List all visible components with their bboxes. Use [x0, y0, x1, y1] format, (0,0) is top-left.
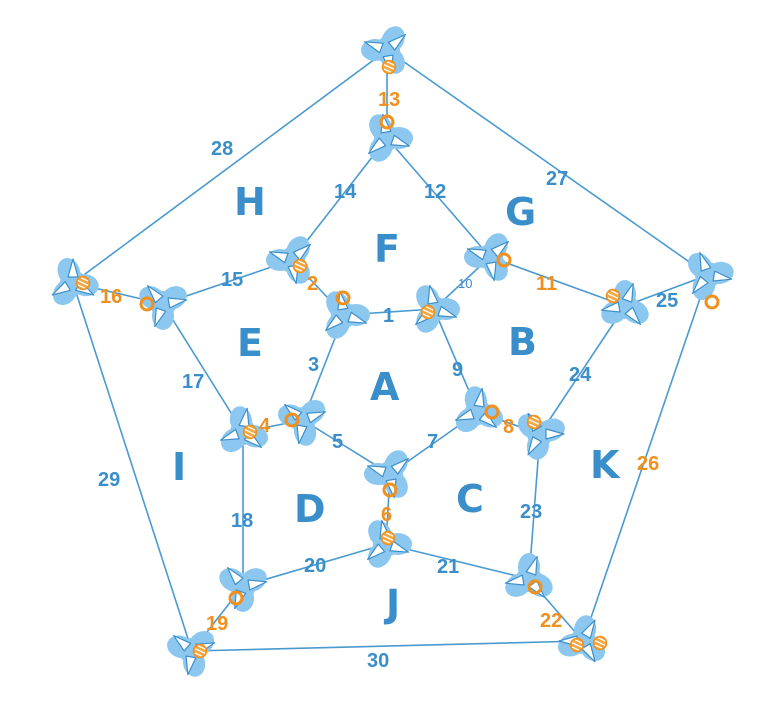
marker-hatched	[381, 59, 397, 75]
edge-label-9: 9	[452, 359, 463, 381]
node-v16-outer	[51, 258, 99, 306]
face-label-b: B	[508, 320, 537, 364]
node-v6-outer	[367, 519, 412, 568]
face-label-d: D	[294, 487, 326, 531]
marker-ring	[284, 412, 300, 428]
marker-hatched	[592, 635, 608, 651]
edge-label-30: 30	[367, 650, 389, 672]
node-v22-outer	[558, 615, 606, 663]
edge-label-3: 3	[308, 354, 319, 376]
edge-27	[386, 49, 709, 276]
marker-ring	[496, 252, 512, 268]
marker-hatched	[192, 643, 208, 659]
edge-label-21: 21	[437, 556, 459, 578]
vertex-label-26: 26	[637, 453, 659, 475]
vertex-label-8: 8	[503, 416, 514, 438]
face-label-a: A	[370, 365, 400, 409]
marker-hatched	[420, 304, 436, 320]
edge-29	[72, 282, 193, 652]
edge-label-25: 25	[656, 290, 678, 312]
edge-label-7: 7	[427, 431, 438, 453]
nodes-layer	[51, 26, 734, 677]
marker-ring	[139, 296, 155, 312]
node-v26-outer	[687, 251, 734, 310]
node-v-f-left	[266, 236, 311, 285]
node-v25-right	[600, 280, 649, 325]
marker-hatched	[569, 637, 585, 653]
node-v22-bottom	[504, 553, 553, 598]
edge-11	[489, 256, 626, 307]
marker-hatched	[242, 424, 258, 440]
vertex-label-16: 16	[100, 286, 122, 308]
vertex-label-2: 2	[307, 273, 318, 295]
node-v3-4	[278, 399, 327, 446]
marker-hatched	[292, 258, 308, 274]
vertex-label-11: 11	[536, 273, 557, 295]
face-label-h: H	[234, 180, 266, 224]
marker-hatched	[75, 275, 91, 291]
node-v-b-top	[464, 233, 512, 282]
edge-17	[162, 303, 244, 433]
edge-label-20: 20	[304, 555, 326, 577]
node-v16-left	[139, 285, 188, 330]
node-v6-inner	[364, 450, 409, 499]
node-v1-left	[325, 290, 370, 339]
face-label-f: F	[374, 227, 400, 271]
face-label-j: J	[383, 582, 400, 626]
node-v1-right	[415, 284, 460, 333]
node-v8-right	[454, 386, 503, 433]
edge-12	[386, 137, 491, 258]
edge-20	[242, 543, 387, 587]
vertex-label-13: 13	[378, 89, 400, 111]
edge-label-27: 27	[546, 168, 568, 190]
edge-26	[582, 274, 709, 642]
node-v4-left	[219, 406, 268, 453]
marker-ring	[704, 294, 720, 310]
edge-label-10: 10	[458, 276, 472, 291]
marker-ring	[335, 290, 351, 306]
marker-hatched	[526, 414, 542, 430]
node-v8-k	[517, 412, 565, 460]
node-v13-inner	[368, 113, 413, 162]
face-label-c: C	[456, 477, 484, 521]
edge-25	[624, 274, 709, 307]
edge-label-23: 23	[520, 501, 542, 523]
face-label-k: K	[590, 443, 621, 487]
node-v19-bottom	[219, 567, 268, 612]
vertex-label-4: 4	[259, 415, 271, 437]
edge-28	[72, 49, 388, 284]
edge-label-12: 12	[424, 181, 446, 203]
marker-ring	[484, 404, 500, 420]
vertex-label-19: 19	[206, 613, 228, 635]
vertex-label-6: 6	[381, 504, 392, 526]
edge-14	[291, 137, 388, 261]
edge-label-15: 15	[221, 269, 243, 291]
marker-ring	[527, 579, 543, 595]
edge-label-14: 14	[334, 181, 357, 203]
vertex-label-22: 22	[540, 610, 562, 632]
face-label-i: I	[172, 445, 186, 489]
edge-label-28: 28	[211, 138, 233, 160]
edge-label-24: 24	[569, 364, 592, 386]
edge-label-1: 1	[383, 305, 394, 327]
node-v13-top	[361, 26, 406, 75]
face-label-g: G	[505, 190, 536, 234]
edge-24	[539, 305, 626, 435]
face-label-e: E	[237, 321, 263, 365]
marker-ring	[228, 590, 244, 606]
marker-ring	[382, 482, 398, 498]
labels-layer: A B C D E F G H I J K 1 3 5 7 9 10 12 14…	[98, 89, 678, 672]
edge-label-29: 29	[98, 469, 120, 491]
marker-hatched	[605, 288, 621, 304]
marker-ring	[379, 114, 395, 130]
edge-30	[191, 640, 584, 652]
edge-label-18: 18	[231, 510, 253, 532]
edge-label-17: 17	[182, 371, 204, 393]
edge-label-5: 5	[332, 431, 343, 453]
node-v19-outer	[167, 630, 216, 677]
marker-hatched	[380, 530, 396, 546]
